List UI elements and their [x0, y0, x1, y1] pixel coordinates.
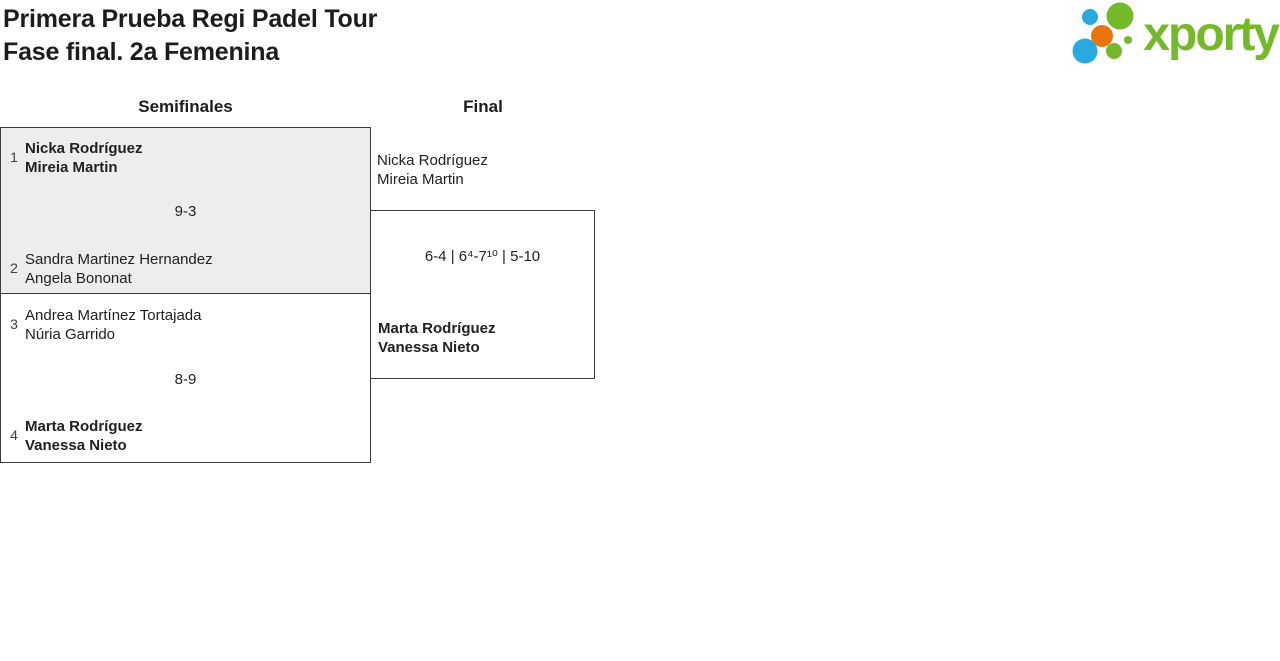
xporty-logo[interactable]: xporty [1069, 1, 1280, 69]
team-nicka-mireia: Nicka Rodríguez Mireia Martin [25, 139, 143, 177]
team-player-2: Angela Bononat [25, 270, 132, 287]
final-team-nicka-mireia: Nicka Rodríguez Mireia Martin [377, 151, 488, 189]
semifinal-match-2: 3 Andrea Martínez Tortajada Núria Garrid… [0, 293, 371, 463]
match-score: 8-9 [174, 371, 197, 388]
seed-number-3: 3 [10, 316, 18, 332]
round-header-semifinales: Semifinales [138, 97, 233, 116]
logo-wordmark: xporty [1143, 8, 1280, 61]
final-match-score: 6-4 | 6⁴-7¹⁰ | 5-10 [424, 248, 541, 265]
seed-number-1: 1 [10, 149, 18, 165]
team-andrea-nuria: Andrea Martínez Tortajada Núria Garrido [25, 306, 202, 344]
team-player-1: Nicka Rodríguez [377, 152, 488, 169]
seed-number-4: 4 [10, 427, 18, 443]
team-player-1: Marta Rodríguez [25, 418, 143, 435]
team-player-2: Mireia Martin [377, 171, 464, 188]
page-header: Primera Prueba Regi Padel Tour Fase fina… [3, 3, 377, 69]
team-player-2: Núria Garrido [25, 326, 116, 343]
round-header-final: Final [463, 97, 503, 116]
team-player-2: Vanessa Nieto [378, 339, 480, 356]
logo-dots-icon [1072, 2, 1134, 64]
team-player-1: Andrea Martínez Tortajada [25, 307, 202, 324]
team-sandra-angela: Sandra Martinez Hernandez Angela Bononat [25, 250, 213, 288]
team-marta-vanessa: Marta Rodríguez Vanessa Nieto [25, 417, 143, 455]
match-score: 9-3 [174, 203, 197, 220]
team-player-2: Mireia Martin [25, 159, 118, 176]
team-player-1: Marta Rodríguez [378, 320, 496, 337]
semifinal-match-1: 1 Nicka Rodríguez Mireia Martin 9-3 2 Sa… [0, 127, 371, 294]
page-title: Primera Prueba Regi Padel Tour [3, 5, 378, 33]
seed-number-2: 2 [10, 260, 18, 276]
final-match: 6-4 | 6⁴-7¹⁰ | 5-10 Marta Rodríguez Vane… [370, 210, 595, 379]
team-player-2: Vanessa Nieto [25, 437, 127, 454]
final-team-marta-vanessa: Marta Rodríguez Vanessa Nieto [378, 319, 496, 357]
team-player-1: Sandra Martinez Hernandez [25, 251, 213, 268]
team-player-1: Nicka Rodríguez [25, 140, 143, 157]
page-subtitle: Fase final. 2a Femenina [3, 38, 280, 66]
